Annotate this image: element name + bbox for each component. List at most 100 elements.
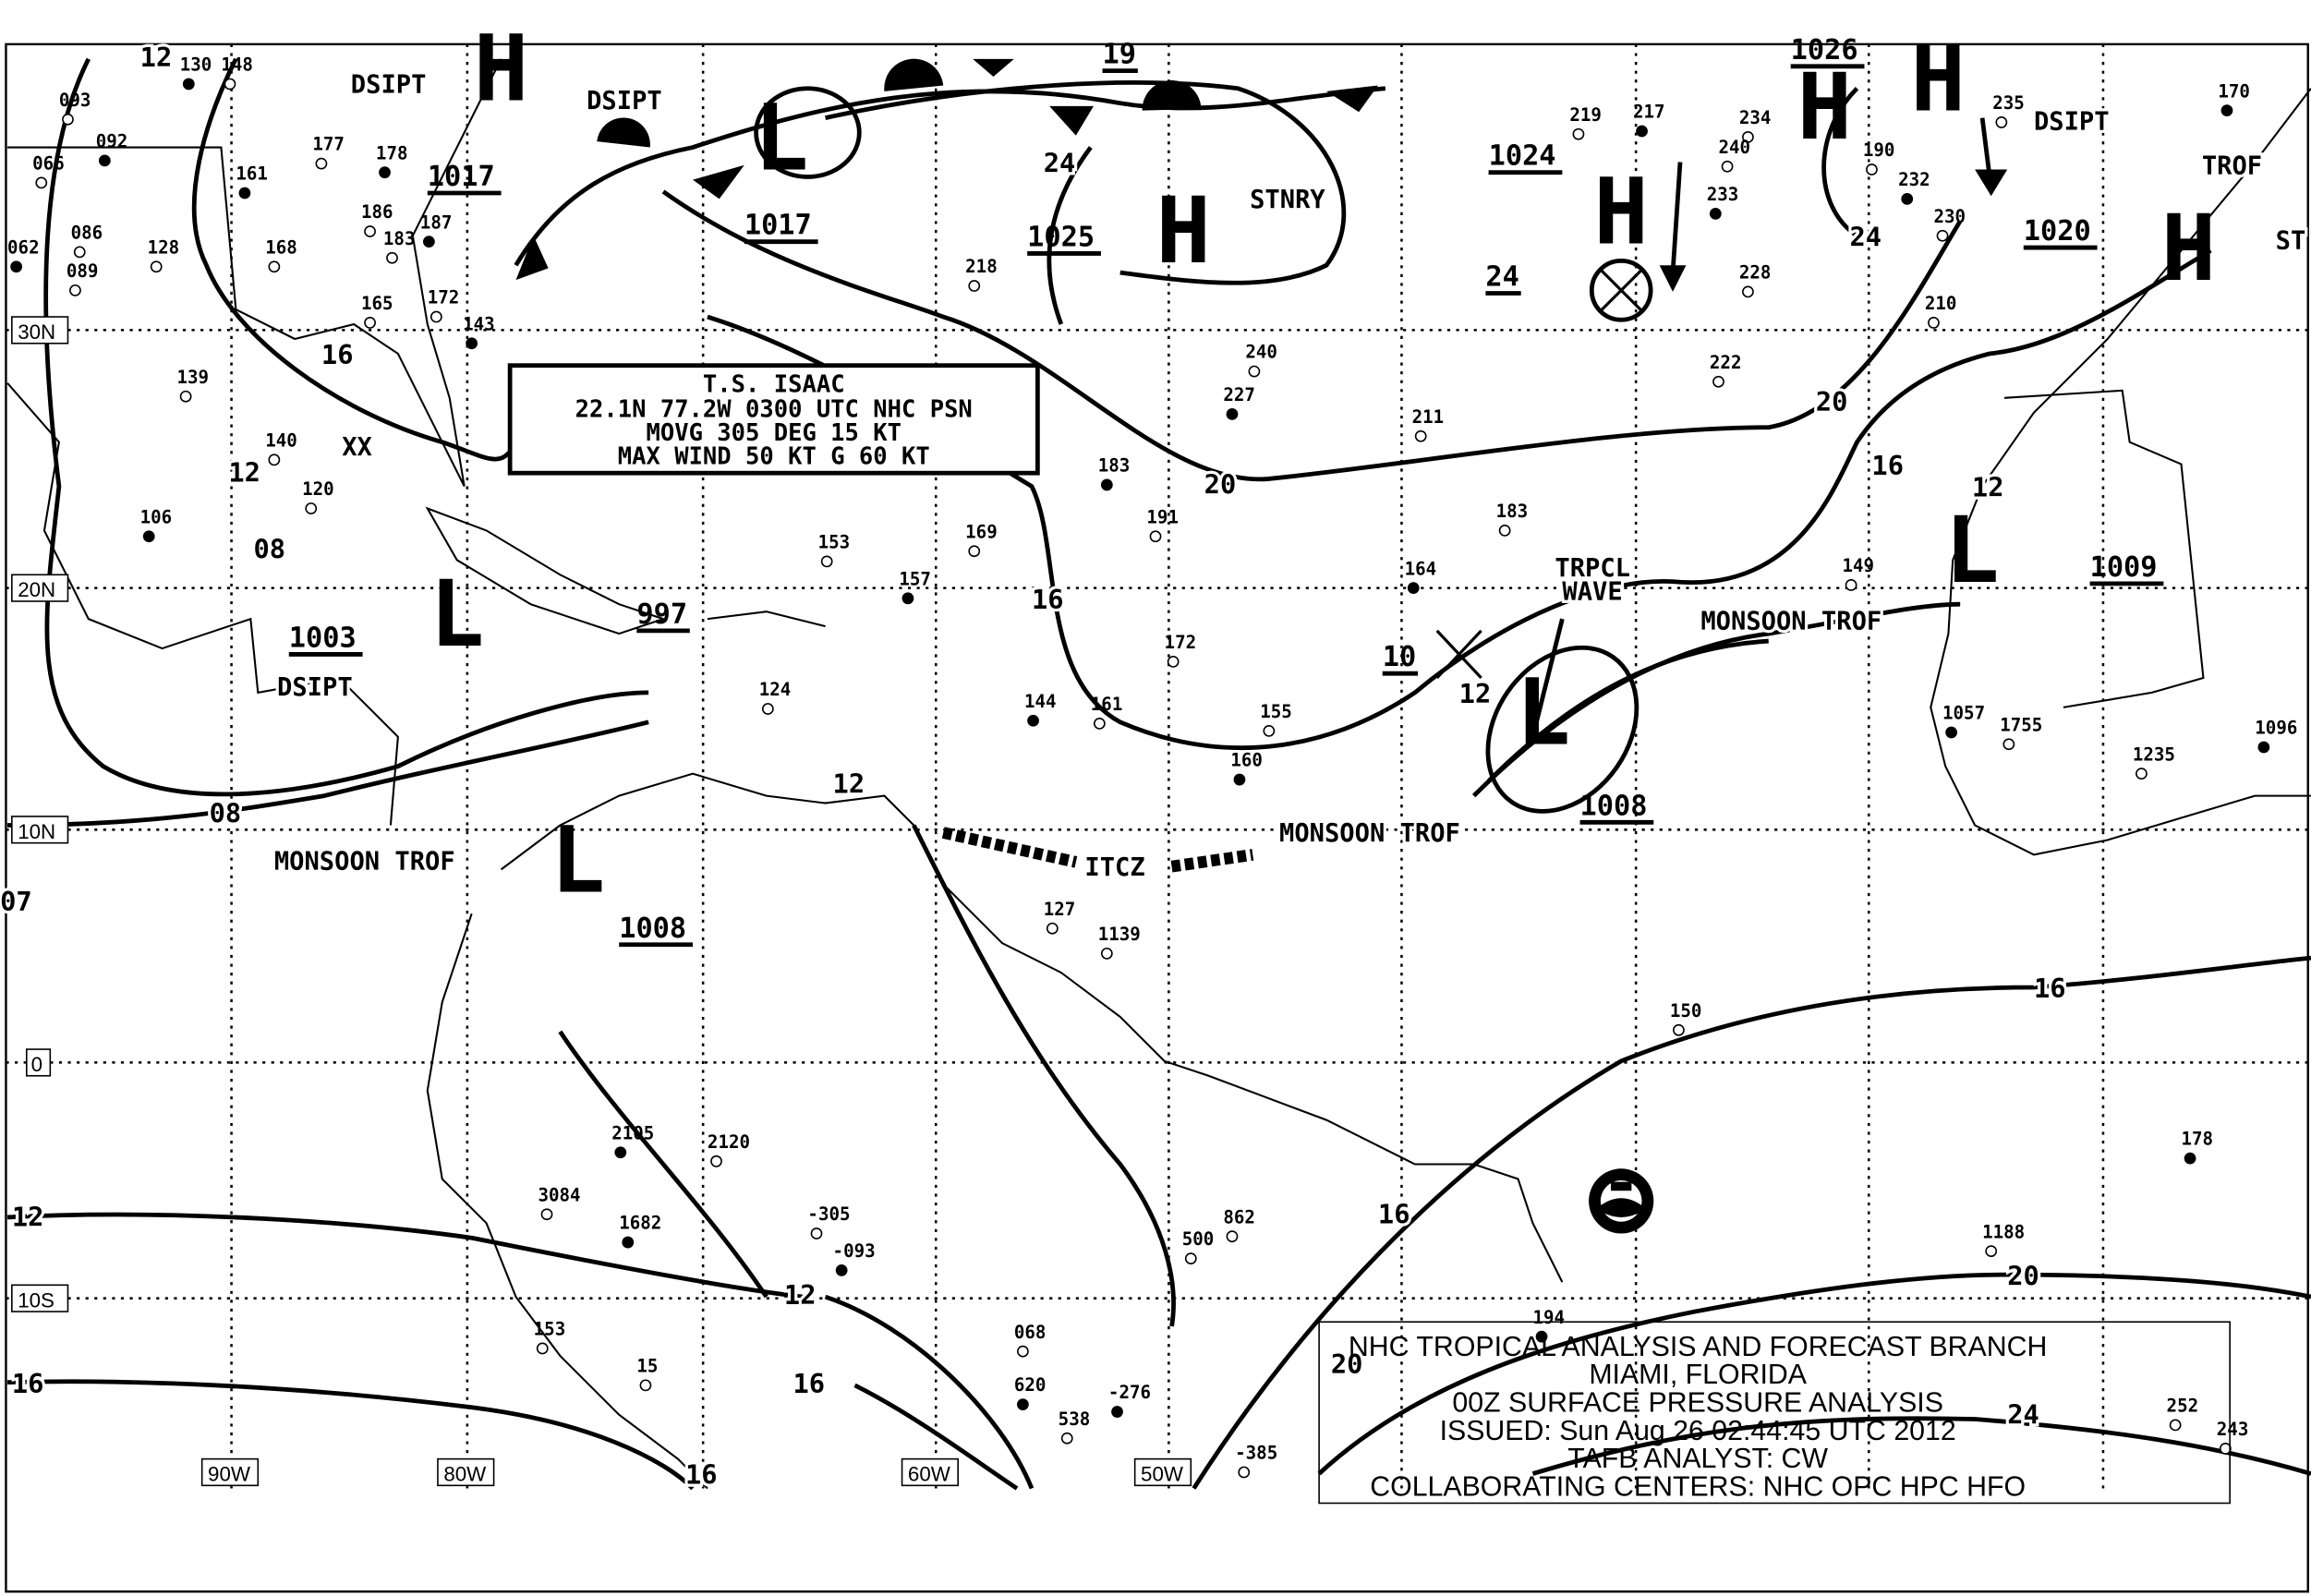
station-circle [2257, 741, 2270, 754]
station-circle [1100, 478, 1113, 491]
station-circle [1709, 207, 1722, 220]
station-value: 157 [899, 568, 931, 589]
station-circle [73, 246, 86, 259]
isobar-label: 12 [12, 1202, 44, 1233]
station-value: 161 [1091, 694, 1123, 715]
issued-time: ISSUED: Sun Aug 26 02:44:45 UTC 2012 [1440, 1416, 1956, 1446]
isobar-label: 16 [321, 339, 354, 370]
station-circle [2184, 1152, 2196, 1165]
station-circle [1167, 656, 1180, 668]
lon-labels: 90W 80W 60W 50W [200, 1457, 1192, 1487]
isobar-label: 16 [1032, 584, 1064, 615]
station-value: 183 [1098, 455, 1131, 477]
noaa-logo [1589, 1168, 1654, 1234]
station-circle [1936, 229, 1949, 242]
issuance-info-box: NHC TROPICAL ANALYSIS AND FORECAST BRANC… [1318, 1321, 2231, 1505]
isobar-label: 20 [1816, 386, 1848, 417]
station-circle [2136, 768, 2148, 780]
station-circle [1093, 718, 1106, 730]
isobar-label: 12 [1972, 472, 2004, 503]
isobar-label: 12 [833, 768, 865, 799]
station-circle [1721, 160, 1734, 173]
lon-label: 90W [208, 1463, 250, 1486]
coastlines [6, 58, 2311, 1490]
station-value: 219 [1569, 104, 1602, 126]
center-pressure: 1017 [744, 210, 812, 242]
feature-label: DSIPT [351, 71, 427, 100]
station-value: 153 [534, 1319, 566, 1340]
station-value: 252 [2167, 1396, 2199, 1417]
station-circle [2169, 1419, 2182, 1432]
station-circle [820, 555, 833, 568]
frontal-boundaries [514, 58, 2008, 873]
feature-label: TRPCL [1555, 554, 1630, 583]
high-pressure-center: H [1797, 54, 1853, 161]
center-pressure: 1008 [619, 913, 686, 945]
station-circle [968, 545, 981, 558]
isobar-label: 16 [12, 1368, 44, 1399]
station-circle [1673, 1023, 1685, 1036]
low-pressure-center: L [1944, 498, 2000, 604]
issuing-office: NHC TROPICAL ANALYSIS AND FORECAST BRANC… [1349, 1332, 2047, 1362]
station-circle [810, 1227, 823, 1239]
station-circle [179, 390, 192, 403]
station-value: 155 [1260, 701, 1292, 722]
station-circle [69, 284, 81, 296]
station-value: 183 [1496, 501, 1529, 522]
station-value: -093 [833, 1240, 876, 1262]
station-circle [142, 530, 155, 543]
feature-label: MONSOON TROF [274, 847, 455, 876]
station-circle [1017, 1345, 1029, 1358]
station-value: 161 [236, 163, 268, 185]
storm-movement: MOVG 305 DEG 15 KT [646, 419, 901, 447]
station-value: 243 [2217, 1419, 2249, 1440]
center-pressure: 1026 [1791, 34, 1858, 66]
station-value: -305 [807, 1203, 850, 1225]
feature-label: DSIPT [2034, 107, 2110, 136]
isobar-label: 08 [210, 797, 242, 828]
lon-label: 60W [908, 1463, 950, 1486]
station-value: -276 [1108, 1382, 1151, 1403]
feature-label: DSIPT [277, 673, 353, 702]
station-circle [1712, 375, 1724, 388]
high-pressure-center: H [474, 16, 529, 122]
isobar-label: 12 [228, 457, 260, 489]
station-value: 194 [1532, 1307, 1565, 1328]
station-circle [1498, 525, 1511, 537]
station-value: 130 [180, 54, 212, 76]
station-value: 1188 [1982, 1221, 2025, 1242]
isobar-labels: 1216120808121620242420161212162024201612… [0, 39, 2069, 1493]
low-pressure-center: L [1516, 660, 1571, 767]
isobar-label: 20 [2007, 1260, 2039, 1291]
station-value: 086 [71, 222, 103, 243]
station-value: 1096 [2255, 718, 2297, 739]
lat-labels: 30N 20N 10N 0 10S [11, 316, 69, 1312]
issuing-location: MIAMI, FLORIDA [1589, 1360, 1807, 1390]
station-value: 2120 [708, 1131, 750, 1153]
station-circle [10, 260, 23, 273]
station-circle [1407, 582, 1420, 595]
storm-info-box: T.S. ISAAC 22.1N 77.2W 0300 UTC NHC PSN … [507, 363, 1040, 476]
station-value: 183 [383, 228, 416, 249]
station-value: 233 [1707, 184, 1739, 205]
station-circle [1742, 131, 1754, 143]
station-circle [2220, 104, 2233, 117]
station-value: 222 [1710, 352, 1742, 373]
isobar-label: 07 [0, 886, 32, 917]
pressure-value: 10 [1383, 641, 1416, 673]
station-circle [1945, 726, 1957, 739]
station-circle [1017, 1398, 1029, 1410]
station-value: 164 [1405, 558, 1437, 579]
station-circle [1226, 407, 1239, 420]
station-circle [540, 1208, 553, 1221]
station-value: 140 [265, 429, 297, 451]
station-value: 160 [1230, 750, 1263, 771]
feature-label: WAVE [1562, 577, 1622, 606]
feature-label: TROF [2202, 151, 2262, 180]
station-circle [614, 1146, 627, 1159]
center-pressure: 1025 [1027, 221, 1095, 253]
station-circle [423, 236, 435, 248]
station-circle [1414, 429, 1427, 442]
